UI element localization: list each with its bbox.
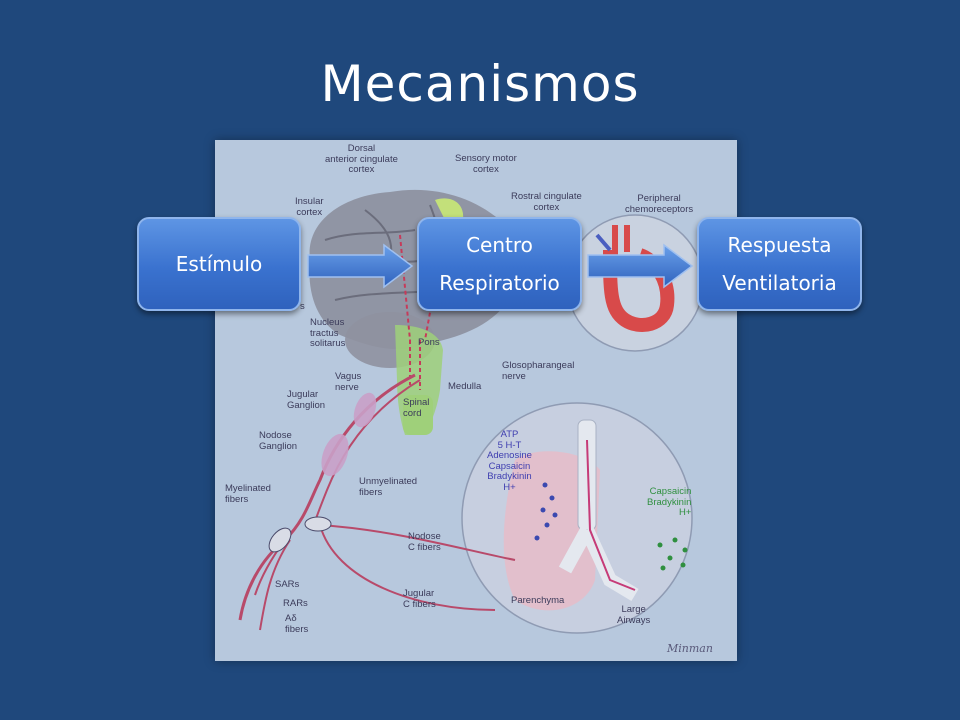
arrow-stimulus-to-center-icon: [307, 243, 414, 289]
stimulus-box: Estímulo: [137, 217, 301, 311]
label-unmyelinated: Unmyelinated fibers: [359, 476, 418, 498]
label-rostral-cingulate: Rostral cingulate cortex: [511, 191, 582, 213]
label-sensory-motor: Sensory motor cortex: [455, 153, 517, 175]
label-parenchyma: Parenchyma: [511, 595, 565, 606]
slide-title: Mecanismos: [320, 55, 640, 113]
label-glossopharyngeal: Glosopharangeal nerve: [502, 360, 575, 382]
lung-shape: [503, 451, 600, 611]
signature-minman: Minman: [667, 642, 713, 655]
label-vagus: Vagus nerve: [335, 371, 362, 393]
respiratory-center-box: Centro Respiratorio: [417, 217, 582, 311]
response-label-line1: Respuesta: [727, 233, 832, 257]
label-peripheral-chemoreceptors: Peripheral chemoreceptors: [625, 193, 694, 215]
label-large-airways: Large Airways: [617, 604, 651, 626]
label-nodose-ganglion: Nodose Ganglion: [259, 430, 298, 452]
arrow-center-to-response-icon: [587, 243, 694, 289]
center-label-line2: Respiratorio: [439, 271, 560, 295]
label-dorsal-acc: Dorsal anterior cingulate cortex: [325, 143, 398, 175]
stimulus-label: Estímulo: [175, 252, 263, 276]
label-insular: Insular cortex: [295, 196, 324, 218]
label-rars: RARs: [283, 598, 308, 609]
label-ad-fibers: Aδ fibers: [285, 613, 309, 635]
label-jugular-c: Jugular C fibers: [403, 588, 436, 610]
label-myelinated: Myelinated fibers: [225, 483, 271, 505]
label-sars: SARs: [275, 579, 300, 590]
ventilatory-response-box: Respuesta Ventilatoria: [697, 217, 862, 311]
label-pons: Pons: [418, 337, 440, 348]
label-mediators-green: Capsaicin Bradykinin H+: [647, 486, 692, 518]
label-jugular-ganglion: Jugular Ganglion: [287, 389, 326, 411]
label-medulla: Medulla: [448, 381, 482, 392]
center-label-line1: Centro: [466, 233, 533, 257]
response-label-line2: Ventilatoria: [722, 271, 837, 295]
label-spinal-cord: Spinal cord: [403, 397, 430, 419]
label-nucleus: Nucleus tractus solitarus: [310, 317, 346, 349]
label-nodose-c: Nodose C fibers: [408, 531, 441, 553]
label-mediators-blue: ATP 5 H-T Adenosine Capsaicin Bradykinin…: [487, 429, 532, 493]
label-s-fragment: s: [300, 301, 305, 312]
